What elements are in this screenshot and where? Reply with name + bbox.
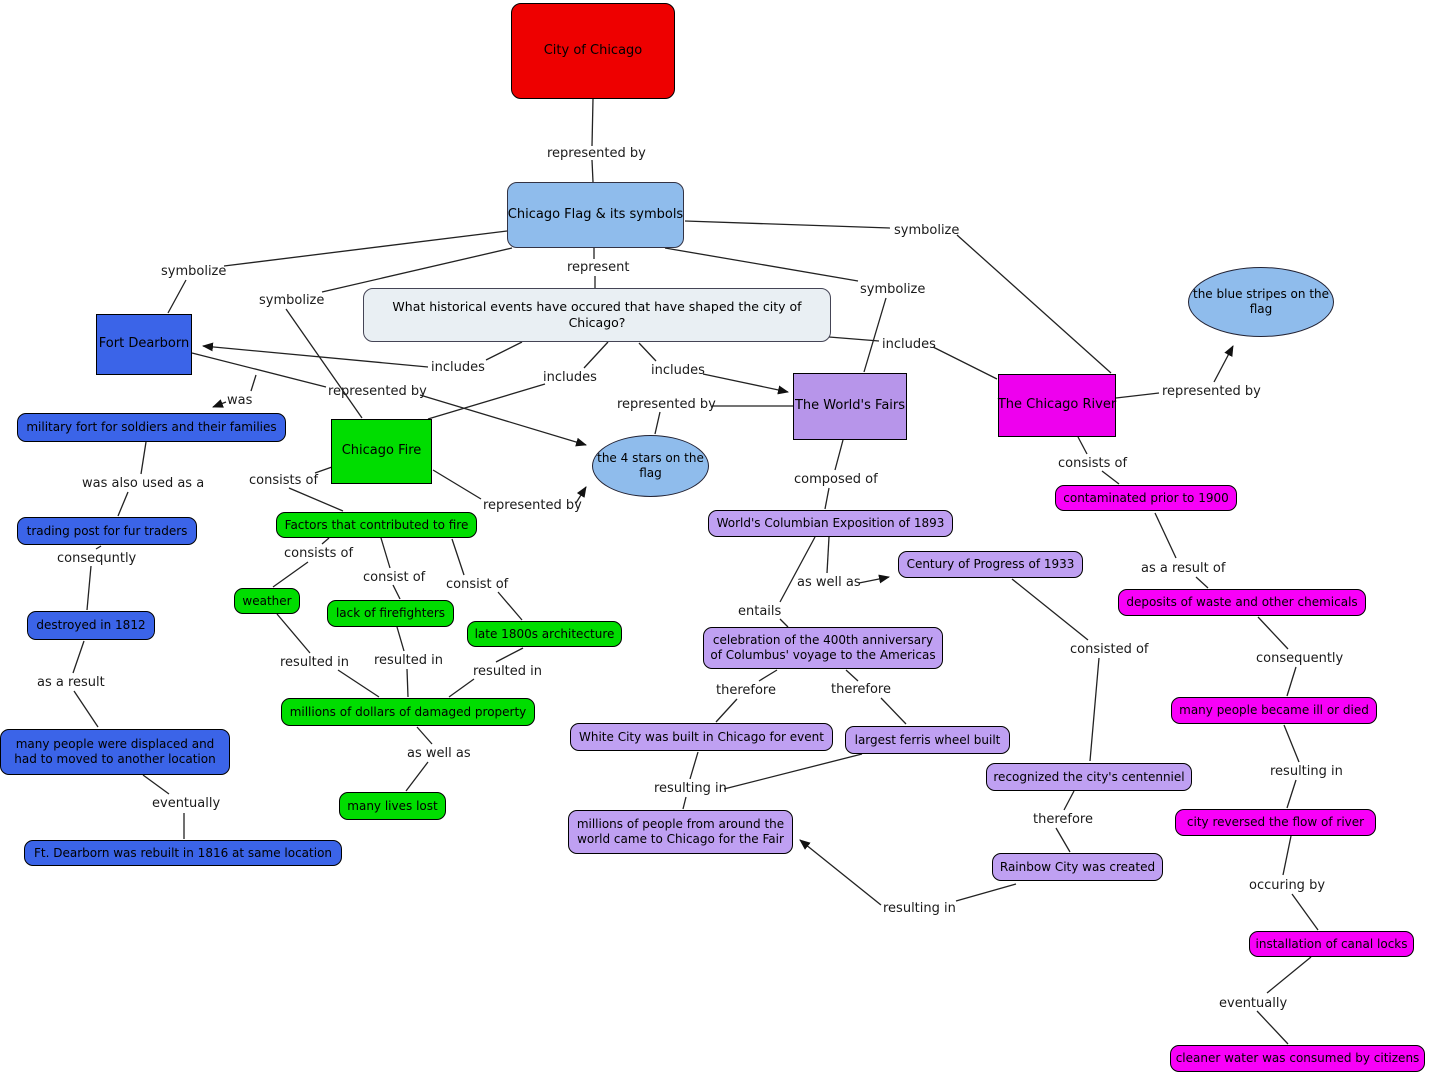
edge-label-consist-of-lack[interactable]: consist of	[363, 570, 426, 585]
node-focus-question[interactable]: What historical events have occured that…	[363, 288, 831, 342]
edge-label-includes-fire[interactable]: includes	[543, 370, 597, 385]
edge-label-entails[interactable]: entails	[738, 604, 782, 619]
edge-label-composed-of[interactable]: composed of	[794, 472, 878, 487]
node-chicago-fire[interactable]: Chicago Fire	[331, 419, 432, 484]
node-worlds-fairs[interactable]: The World's Fairs	[793, 373, 907, 440]
edge-label-as-well-as-lives[interactable]: as well as	[407, 746, 471, 761]
edge-label-resulted-in-lack[interactable]: resulted in	[374, 653, 444, 668]
edge-label-eventually-fort[interactable]: eventually	[152, 796, 221, 811]
node-chicago-flag[interactable]: Chicago Flag & its symbols	[507, 182, 684, 248]
node-many-displaced[interactable]: many people were displaced and had to mo…	[0, 729, 230, 775]
edge-label-consequntly[interactable]: consequntly	[57, 551, 137, 566]
node-ferris-wheel[interactable]: largest ferris wheel built	[845, 726, 1010, 754]
node-trading-post[interactable]: trading post for fur traders	[17, 517, 197, 545]
node-millions-people[interactable]: millions of people from around the world…	[568, 810, 793, 854]
edge-label-was[interactable]: was	[227, 393, 253, 408]
node-contaminated[interactable]: contaminated prior to 1900	[1055, 485, 1237, 511]
node-wce-1893[interactable]: World's Columbian Exposition of 1893	[708, 510, 953, 537]
edge-label-represented-by-fire[interactable]: represented by	[483, 498, 582, 513]
node-blue-stripes-ellipse[interactable]: the blue stripes on the flag	[1188, 267, 1334, 337]
edge-label-represented-by-fort[interactable]: represented by	[328, 384, 427, 399]
edge-label-consists-of-fire[interactable]: consists of	[249, 473, 319, 488]
node-lack-firefighters[interactable]: lack of firefighters	[327, 600, 454, 627]
edge-label-consequently-river[interactable]: consequently	[1256, 651, 1344, 666]
edge-label-resulting-in-rainbow[interactable]: resulting in	[883, 901, 956, 916]
node-cleaner-water[interactable]: cleaner water was consumed by citizens	[1170, 1045, 1425, 1072]
node-white-city[interactable]: White City was built in Chicago for even…	[570, 723, 833, 751]
edge-label-resulting-in-river[interactable]: resulting in	[1270, 764, 1343, 779]
edge-label-represented-by-river[interactable]: represented by	[1162, 384, 1261, 399]
edge-label-was-also-used-as-a[interactable]: was also used as a	[82, 476, 205, 491]
node-destroyed-1812[interactable]: destroyed in 1812	[27, 611, 155, 640]
edge-label-eventually-river[interactable]: eventually	[1219, 996, 1288, 1011]
edge-label-consists-of-weather[interactable]: consists of	[284, 546, 354, 561]
edge-line-group	[72, 98, 1319, 1045]
edge-label-represented-by-fairs[interactable]: represented by	[617, 397, 716, 412]
node-century-1933[interactable]: Century of Progress of 1933	[898, 551, 1083, 578]
edge-label-consists-of-river[interactable]: consists of	[1058, 456, 1128, 471]
node-military-fort[interactable]: military fort for soldiers and their fam…	[17, 413, 286, 442]
edge-label-as-a-result-of[interactable]: as a result of	[1141, 561, 1226, 576]
node-ft-rebuilt[interactable]: Ft. Dearborn was rebuilt in 1816 at same…	[24, 840, 342, 866]
node-weather[interactable]: weather	[234, 588, 300, 614]
node-fort-dearborn[interactable]: Fort Dearborn	[96, 314, 192, 375]
node-recognized-centenniel[interactable]: recognized the city's centenniel	[986, 763, 1192, 791]
edge-label-symbolize-fairs[interactable]: symbolize	[860, 282, 926, 297]
edge-label-represented-by-flag[interactable]: represented by	[547, 146, 646, 161]
edge-label-includes-fairs[interactable]: includes	[651, 363, 705, 378]
node-rainbow-city[interactable]: Rainbow City was created	[992, 853, 1163, 881]
node-factors[interactable]: Factors that contributed to fire	[276, 512, 477, 538]
edge-label-resulted-in-late[interactable]: resulted in	[473, 664, 543, 679]
edge-label-includes-river[interactable]: includes	[882, 337, 936, 352]
node-celebration-400th[interactable]: celebration of the 400th anniversary of …	[703, 627, 943, 669]
edge-label-resulted-in-weather[interactable]: resulted in	[280, 655, 350, 670]
edge-label-represent[interactable]: represent	[567, 260, 630, 275]
edge-label-as-well-as-century[interactable]: as well as	[797, 575, 861, 590]
node-late-architecture[interactable]: late 1800s architecture	[467, 621, 622, 647]
edge-label-resulting-in-fair[interactable]: resulting in	[654, 781, 727, 796]
edge-label-includes-fort[interactable]: includes	[431, 360, 485, 375]
node-many-ill[interactable]: many people became ill or died	[1171, 697, 1377, 724]
node-chicago-river[interactable]: The Chicago River	[998, 374, 1116, 437]
edge-label-symbolize-river[interactable]: symbolize	[894, 223, 960, 238]
edge-label-therefore-rainbow[interactable]: therefore	[1033, 812, 1093, 827]
edge-label-therefore-ferris[interactable]: therefore	[831, 682, 891, 697]
node-canal-locks[interactable]: installation of canal locks	[1249, 931, 1414, 957]
edge-label-as-a-result[interactable]: as a result	[37, 675, 105, 690]
node-many-lives-lost[interactable]: many lives lost	[339, 792, 446, 820]
edge-label-consisted-of[interactable]: consisted of	[1070, 642, 1149, 657]
node-city-of-chicago[interactable]: City of Chicago	[511, 3, 675, 99]
edge-label-symbolize-fire[interactable]: symbolize	[259, 293, 325, 308]
node-deposits-waste[interactable]: deposits of waste and other chemicals	[1118, 589, 1366, 616]
edge-label-consist-of-late[interactable]: consist of	[446, 577, 509, 592]
edge-label-symbolize-fort[interactable]: symbolize	[161, 264, 227, 279]
node-city-reversed[interactable]: city reversed the flow of river	[1175, 809, 1376, 836]
edge-label-therefore-white-city[interactable]: therefore	[716, 683, 776, 698]
node-four-stars-ellipse[interactable]: the 4 stars on the flag	[592, 435, 709, 497]
edge-label-occuring-by[interactable]: occuring by	[1249, 878, 1326, 893]
node-millions-damage[interactable]: millions of dollars of damaged property	[281, 698, 535, 726]
